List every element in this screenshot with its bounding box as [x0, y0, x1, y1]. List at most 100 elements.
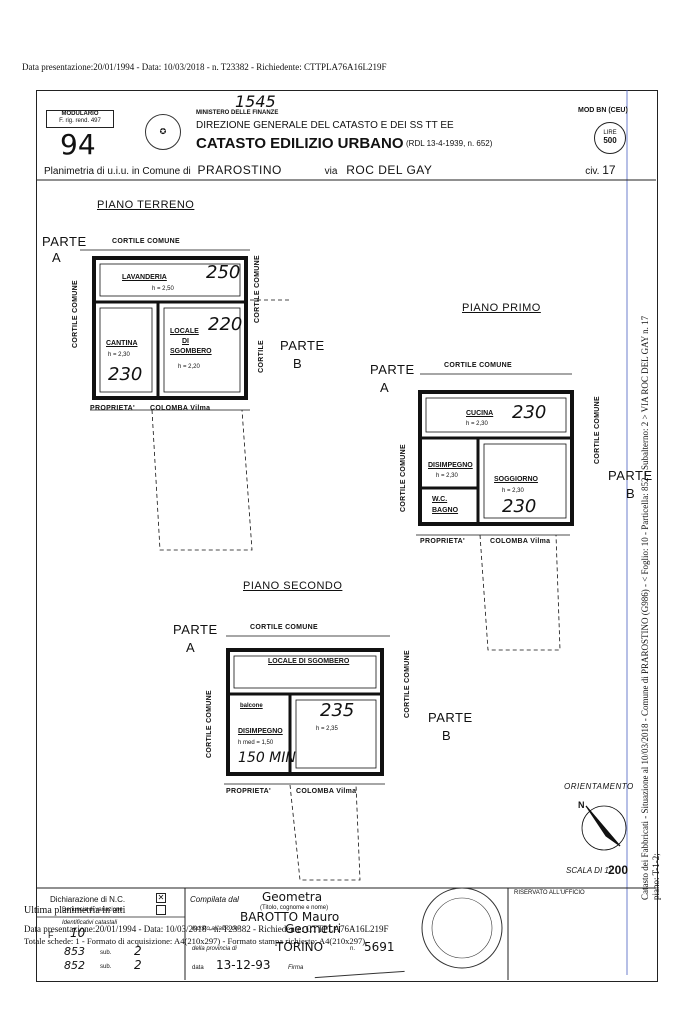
a-second: A [186, 640, 196, 655]
planimetry-sheet [36, 90, 658, 982]
parte-b-ground: PARTE [280, 338, 325, 353]
value-220: 220 [208, 314, 243, 335]
presentation-header: Data presentazione:20/01/1994 - Data: 10… [22, 62, 387, 72]
cortile-comune-first-left: CORTILE COMUNE [400, 444, 407, 512]
scala-label: SCALA DI 1: [566, 866, 612, 875]
second-floor-plan [224, 635, 390, 881]
wc-label: W.C. [432, 496, 448, 503]
via-label: via [324, 166, 338, 177]
identificativi-label: Identificativi catastali [62, 920, 118, 926]
cortile-ground-right: CORTILE [258, 340, 265, 373]
cucina-label: CUCINA [466, 410, 494, 417]
piano-terreno-title: PIANO TERRENO [97, 199, 195, 211]
lire-value: 500 [603, 136, 617, 145]
a-first: A [380, 380, 390, 395]
disimpegno-first: DISIMPEGNO [428, 462, 473, 469]
provincia-value: TORINO [276, 940, 324, 954]
north-label: N [578, 800, 585, 810]
cortile-comune-ground: CORTILE COMUNE [112, 238, 180, 245]
cantina-height: h = 2,30 [108, 352, 130, 358]
b-first: B [626, 486, 636, 501]
geometra-value: Geometra [262, 890, 323, 904]
compilatore-nome: BAROTTO Mauro [240, 910, 340, 924]
civ-label: civ. [585, 166, 600, 177]
parte-b-second: PARTE [428, 710, 473, 725]
cantina-label: CANTINA [106, 340, 138, 347]
proprieta-first: PROPRIETA' [420, 538, 465, 545]
piano-secondo-title: PIANO SECONDO [243, 580, 343, 592]
titolo-hint: (Titolo, cognome e nome) [260, 905, 329, 911]
cortile-comune-second: CORTILE COMUNE [250, 624, 318, 631]
rdl-label: (RDL 13-4-1939, n. 652) [406, 139, 493, 148]
footer-table [36, 887, 656, 980]
n-value: 5691 [364, 940, 395, 954]
foglio-label: F [48, 930, 54, 940]
overlay-line-1: Data presentazione:20/01/1994 - Data: 10… [24, 924, 389, 934]
north-compass [581, 805, 627, 851]
mod-label: MOD BN (CEU) [578, 107, 628, 114]
di-label: DI [182, 338, 189, 345]
sub-value-1: 2 [134, 944, 142, 958]
soggiorno-height: h = 2,30 [502, 488, 524, 494]
cortile-comune-ground-left: CORTILE COMUNE [72, 280, 79, 348]
catasto-title: CATASTO EDILIZIO URBANO [196, 135, 404, 152]
lire-stamp: LIRE 500 [594, 122, 626, 154]
b-ground: B [293, 356, 303, 371]
value-250: 250 [206, 262, 241, 283]
disimpegno-second: DISIMPEGNO [238, 728, 283, 735]
compilata-label: Compilata dal [190, 895, 239, 904]
parte-b-first: PARTE [608, 468, 653, 483]
ministry-label: MINISTERO DELLE FINANZE [196, 110, 279, 116]
parte-a-ground: PARTE [42, 234, 87, 249]
cortile-comune-first: CORTILE COMUNE [444, 362, 512, 369]
via-value: ROC DEL GAY [346, 163, 433, 177]
proprieta-second: PROPRIETA' [226, 788, 271, 795]
ground-floor-plan [80, 249, 290, 551]
stamp-seal [421, 887, 503, 969]
riservato-label: RISERVATO ALL'UFFICIO [514, 890, 585, 896]
locale-height: h = 2,20 [178, 364, 200, 370]
a-ground: A [52, 250, 62, 265]
soggiorno-label: SOGGIORNO [494, 476, 538, 483]
iscritto-label: Iscritto all'albo dei [192, 926, 240, 932]
dich-nc-label: Dichiarazione di N.C. [50, 895, 126, 904]
numero-2: 852 [64, 959, 85, 972]
locale-sgombero-second: LOCALE DI SGOMBERO [268, 658, 350, 665]
denuncia-label: Denuncia di variazione [62, 907, 123, 913]
planimetria-row: Planimetria di u.i.u. in Comune di PRARO… [44, 163, 616, 177]
modulario-box: MODULARIO F. rig. rend. 497 [46, 110, 114, 128]
bagno-label: BAGNO [432, 507, 459, 514]
lavanderia-label: LAVANDERIA [122, 274, 167, 281]
republic-emblem-icon: ✪ [145, 114, 181, 150]
denuncia-checkbox [156, 905, 166, 915]
parte-a-first: PARTE [370, 362, 415, 377]
n-label: n. [350, 946, 356, 952]
piano-primo-title: PIANO PRIMO [462, 302, 541, 314]
foglio-value: 10 [70, 926, 86, 940]
handwritten-number: 94 [60, 128, 96, 161]
planimetria-label: Planimetria di u.i.u. in Comune di [44, 166, 191, 177]
data-label: data [192, 965, 204, 971]
firma-label: Firma [288, 965, 304, 971]
value-230-soggiorno: 230 [502, 496, 537, 517]
parte-a-second: PARTE [173, 622, 218, 637]
handwritten-top: 1545 [235, 92, 276, 111]
disimpegno-second-height: h med = 1,50 [238, 740, 274, 746]
scala-value: 200 [608, 863, 629, 877]
colomba-first: COLOMBA Vilma [490, 538, 551, 545]
overlay-line-2: Totale schede: 1 - Formato di acquisizio… [24, 936, 366, 946]
cortile-comune-ground-right: CORTILE COMUNE [254, 255, 261, 323]
value-150: 150 MIN [238, 750, 296, 766]
sub-label-2: sub. [100, 964, 112, 970]
civ-value: 17 [602, 163, 616, 177]
data-value: 13-12-93 [216, 958, 271, 972]
value-235: 235 [320, 700, 355, 721]
cortile-comune-second-left: CORTILE COMUNE [206, 690, 213, 758]
balcone-label: balcone [240, 703, 263, 709]
orientamento-label: ORIENTAMENTO [564, 782, 634, 791]
value-230-cucina: 230 [512, 402, 547, 423]
colomba-second: COLOMBA Vilma [296, 788, 357, 795]
second-height: h = 2,35 [316, 726, 338, 732]
cortile-comune-first-right: CORTILE COMUNE [594, 396, 601, 464]
